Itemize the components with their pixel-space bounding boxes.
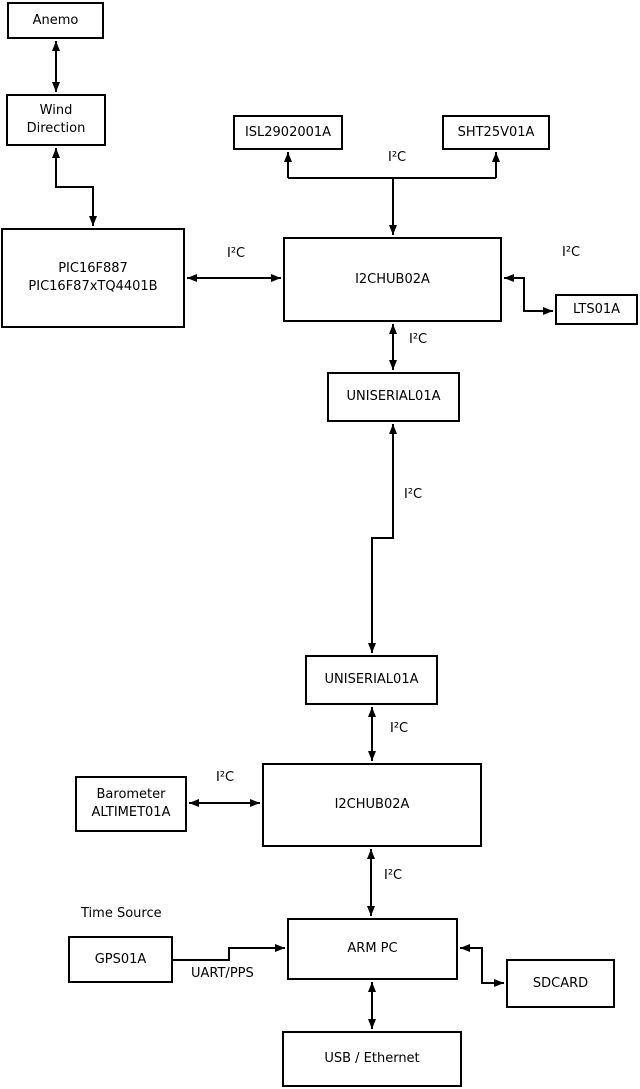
- node-usb-ethernet: USB / Ethernet: [282, 1031, 462, 1087]
- edge-label-i2c-barometer-hub2: I²C: [216, 770, 235, 785]
- edge-label-i2c-uniserial-link: I²C: [404, 487, 423, 502]
- node-barometer-altimet01a: Barometer ALTIMET01A: [75, 776, 187, 832]
- node-lts01a: LTS01A: [555, 294, 638, 325]
- node-i2chub02a-bottom: I2CHUB02A: [262, 763, 482, 847]
- edge-label-i2c-branch-top: I²C: [388, 150, 407, 165]
- node-sdcard: SDCARD: [506, 959, 615, 1008]
- edge-label-i2c-hub-right: I²C: [562, 245, 581, 260]
- node-anemo: Anemo: [7, 2, 104, 39]
- node-uniserial01a-top: UNISERIAL01A: [327, 372, 460, 422]
- edge-label-time-source: Time Source: [81, 906, 162, 921]
- node-wind-direction: Wind Direction: [6, 94, 106, 146]
- node-arm-pc: ARM PC: [287, 918, 458, 980]
- edge-label-i2c-hub2-armpc: I²C: [384, 868, 403, 883]
- edge-uniserial-top-uniserial-bottom: [368, 424, 397, 653]
- node-isl2902001a: ISL2902001A: [233, 115, 343, 150]
- edge-winddirection-pic: [52, 148, 97, 226]
- edge-label-uart-pps: UART/PPS: [191, 966, 254, 981]
- edge-armpc-sdcard: [460, 944, 504, 987]
- node-sht25v01a: SHT25V01A: [442, 115, 550, 150]
- edge-gps-armpc: [173, 944, 285, 961]
- edge-label-i2c-uniserial-hub2: I²C: [390, 721, 409, 736]
- edge-i2chub-top-lts: [504, 274, 553, 315]
- node-pic16f887: PIC16F887 PIC16F87xTQ4401B: [1, 228, 185, 328]
- node-uniserial01a-bottom: UNISERIAL01A: [305, 655, 438, 705]
- node-i2chub02a-top: I2CHUB02A: [283, 237, 502, 322]
- edge-label-i2c-hub-uniserial: I²C: [409, 332, 428, 347]
- node-gps01a: GPS01A: [68, 936, 173, 983]
- edge-label-i2c-pic-hub: I²C: [227, 246, 246, 261]
